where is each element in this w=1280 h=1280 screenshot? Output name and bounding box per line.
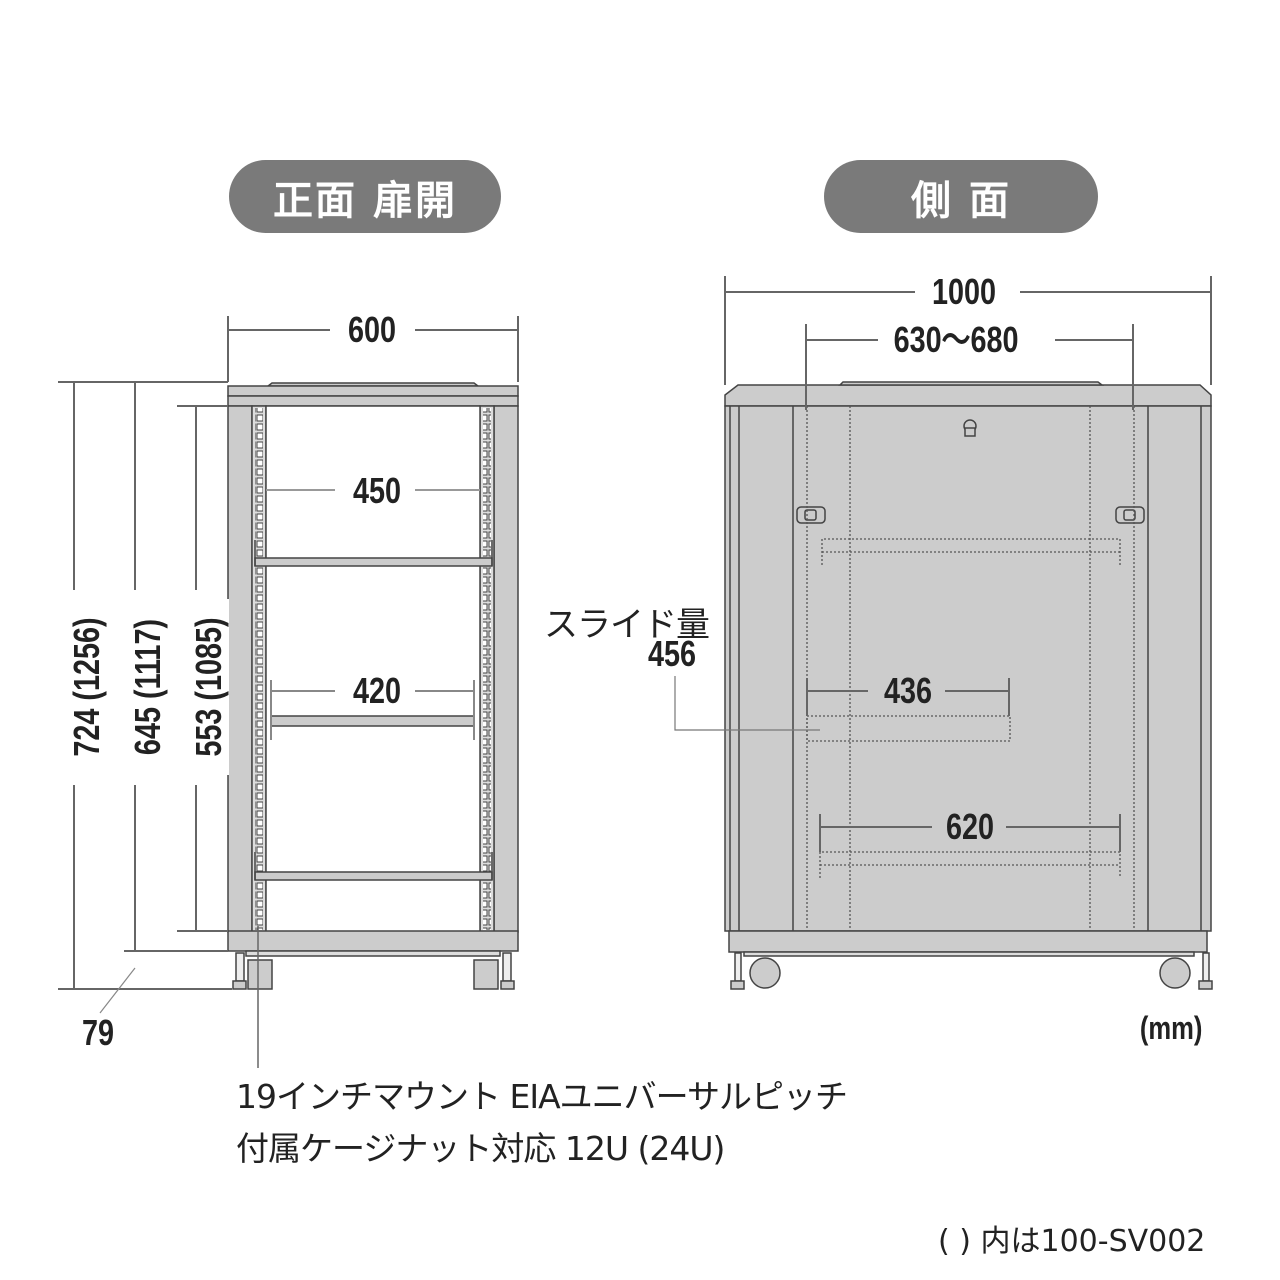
- inner-height-label: 553 (1085): [188, 599, 229, 775]
- front-cabinet: [227, 382, 519, 990]
- side-view-header-label: 側 面: [911, 177, 1011, 224]
- body-height-label: 645 (1117): [127, 599, 168, 775]
- slide-amount-value: 456: [648, 633, 697, 674]
- side-cabinet: [724, 381, 1213, 990]
- rail-width-label: 420: [353, 670, 402, 711]
- side-view-header: 側 面: [824, 160, 1098, 233]
- model-footnote: ( ) 内は100-SV002: [938, 1224, 1206, 1259]
- rail-range-label: 630〜680: [884, 320, 1029, 360]
- unit-label: (mm): [1139, 1010, 1203, 1046]
- front-width-label: 600: [338, 310, 406, 350]
- depth-label: 1000: [922, 272, 1006, 312]
- mount-note-line2: 付属ケージナット対応 12U (24U): [236, 1129, 725, 1168]
- total-height-label: 724 (1256): [66, 599, 107, 775]
- inner-width-label: 450: [353, 470, 402, 511]
- mount-note-line1: 19インチマウント EIAユニバーサルピッチ: [236, 1077, 848, 1116]
- front-view-header: 正面 扉開: [229, 160, 501, 233]
- front-view-header-label: 正面 扉開: [273, 177, 457, 224]
- base-height-label: 79: [82, 1012, 115, 1053]
- slide-amount-label: スライド量: [544, 605, 710, 645]
- bottom-shelf-depth-label: 620: [936, 807, 1004, 847]
- shelf-depth-label: 436: [874, 671, 942, 711]
